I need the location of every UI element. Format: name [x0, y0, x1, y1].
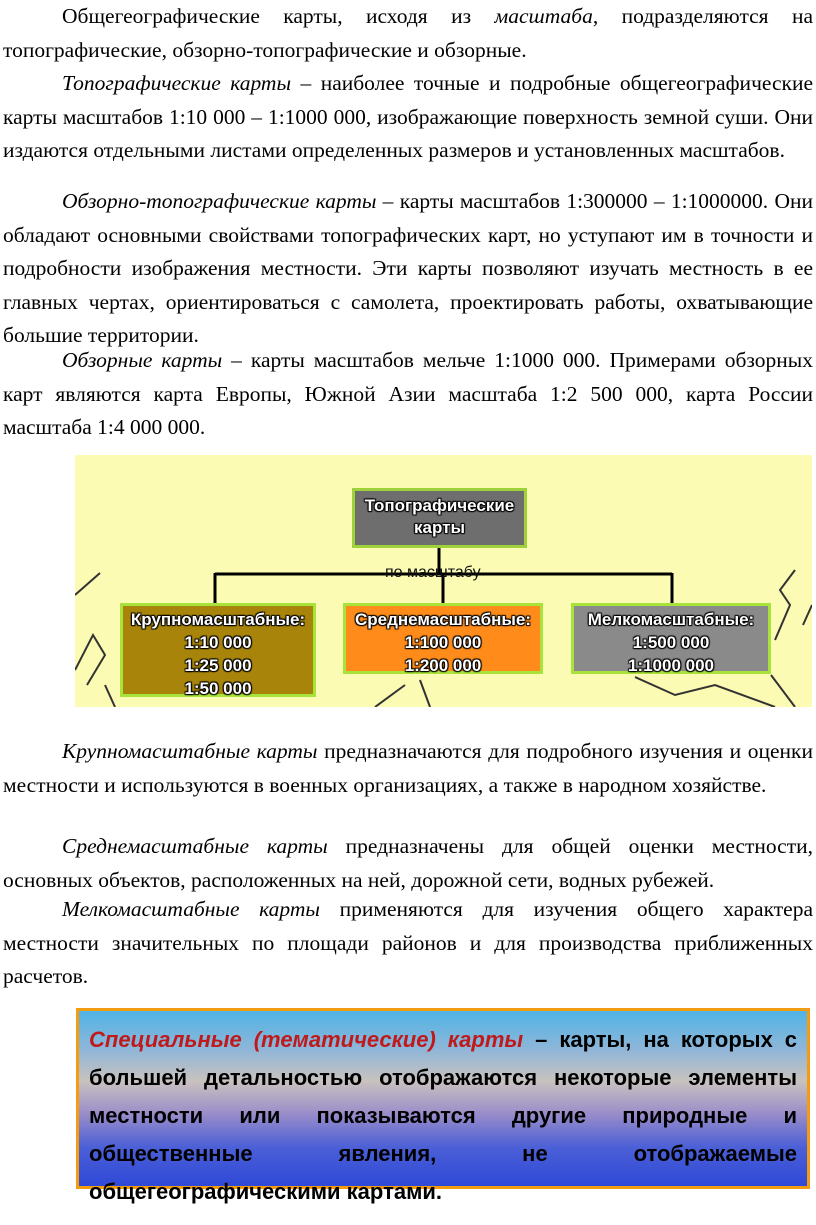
node-title: Крупномасштабные:: [130, 610, 306, 629]
paragraph-intro: Общегеографические карты, исходя из масш…: [3, 0, 813, 67]
node-medium-scale: Среднемасштабные: 1:100 000 1:200 000: [343, 603, 543, 675]
paragraph-medium-scale: Среднемасштабные карты предназначены для…: [3, 830, 813, 897]
node-scale: 1:10 000: [184, 633, 252, 652]
contour-line: [374, 684, 406, 707]
paragraph-survey: Обзорные карты – карты масштабов мельче …: [3, 344, 813, 445]
banner-text: – карты, на которых с большей детальност…: [89, 1027, 797, 1204]
emphasis: Топографические карты: [62, 71, 292, 95]
contour-line: [774, 569, 796, 641]
scale-classification-diagram: Топографические карты по масштабу Крупно…: [75, 455, 812, 707]
contour-line: [104, 684, 116, 707]
paragraph-small-scale: Мелкомасштабные карты применяются для из…: [3, 893, 813, 994]
node-large-scale: Крупномасштабные: 1:10 000 1:25 000 1:50…: [120, 603, 316, 698]
text: – карты масштабов 1:300000 – 1:1000000. …: [3, 189, 813, 347]
text: – наиболее точные и подробные общегеогра…: [3, 71, 813, 162]
contour-line: [75, 572, 101, 596]
node-title: Мелкомасштабные:: [587, 610, 755, 629]
emphasis: Крупномасштабные карты: [62, 739, 318, 763]
node-scale: 1:50 000: [184, 679, 252, 698]
emphasis: Обзорные карты: [62, 348, 223, 372]
special-maps-banner: Специальные (тематические) карты – карты…: [76, 1008, 810, 1204]
node-scale: 1:1000 000: [627, 656, 715, 675]
node-small-scale: Мелкомасштабные: 1:500 000 1:1000 000: [571, 603, 771, 675]
text: применяются для изучения общего характер…: [3, 897, 813, 988]
text: предназначаются для подробного изучения …: [3, 739, 813, 797]
text: Общегеографические карты, исходя из: [62, 4, 495, 28]
text: , подразделяются на топографические, обз…: [3, 4, 813, 62]
node-scale: 1:100 000: [404, 633, 482, 652]
banner-highlight: Специальные (тематические) карты: [89, 1027, 524, 1052]
emphasis: Мелкомасштабные карты: [62, 897, 320, 921]
contour-line: [75, 632, 107, 686]
contour-line: [419, 679, 431, 707]
diagram-lines: [75, 548, 812, 707]
diagram-caption: по масштабу: [385, 564, 481, 581]
contour-line: [802, 604, 812, 626]
node-label: карты: [414, 518, 465, 537]
node-scale: 1:500 000: [632, 633, 710, 652]
text: – карты масштабов мельче 1:1000 000. При…: [3, 348, 814, 439]
text: предназначены для общей оценки местности…: [3, 834, 813, 892]
paragraph-topographic: Топографические карты – наиболее точные …: [3, 67, 813, 168]
emphasis: Среднемасштабные карты: [62, 834, 328, 858]
emphasis: масштаба: [494, 4, 593, 28]
emphasis: Обзорно-топографические карты: [62, 189, 377, 213]
contour-line: [770, 674, 796, 707]
node-scale: 1:200 000: [404, 656, 482, 675]
root-node-topographic-maps: Топографические карты: [352, 488, 527, 548]
contour-line: [634, 676, 776, 707]
node-scale: 1:25 000: [184, 656, 252, 675]
paragraph-large-scale: Крупномасштабные карты предназначаются д…: [3, 735, 813, 802]
node-title: Среднемасштабные:: [354, 610, 532, 629]
paragraph-survey-topographic: Обзорно-топографические карты – карты ма…: [3, 185, 813, 353]
node-label: Топографические: [364, 496, 515, 515]
